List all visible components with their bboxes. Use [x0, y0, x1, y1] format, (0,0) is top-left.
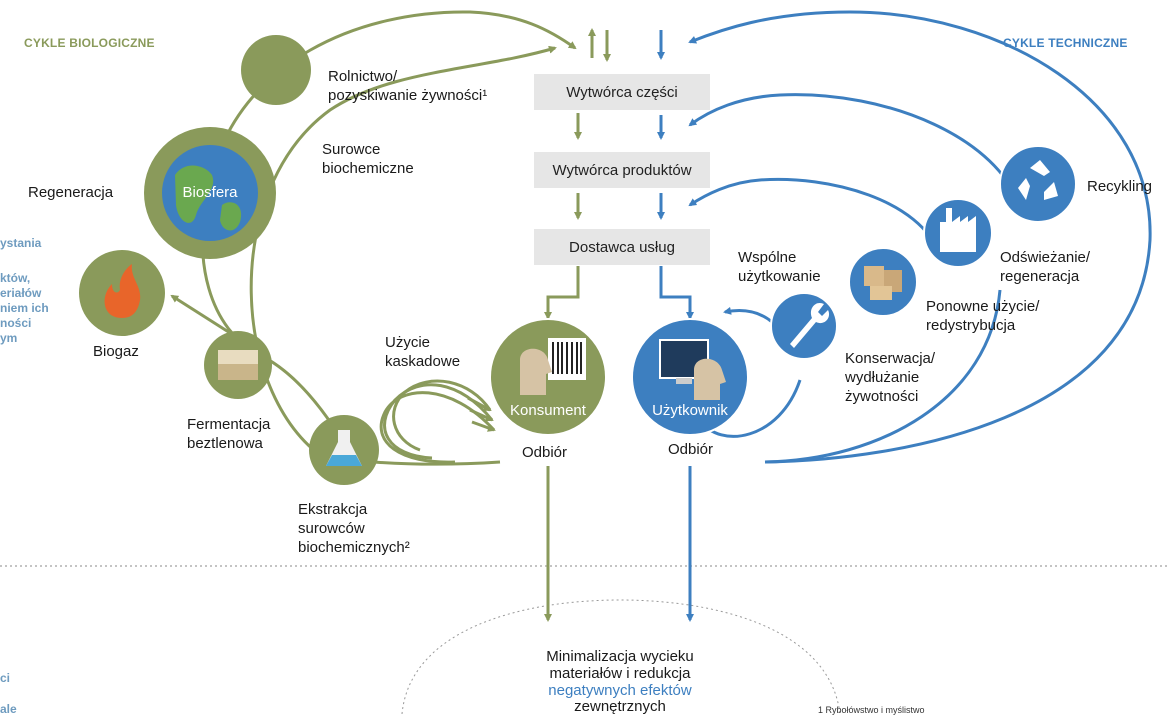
factory-icon [940, 208, 976, 252]
technical-flows [657, 10, 1152, 622]
technical-cycles-header: CYKLE TECHNICZNE [1003, 36, 1128, 50]
farming-label: Rolnictwo/ pozyskiwanie żywności¹ [328, 68, 488, 104]
biosphere-label: Biosfera [182, 184, 238, 201]
leakage-line-3: negatywnych efektów [548, 682, 692, 699]
reuse-label: Ponowne użycie/ redystrybucja [926, 298, 1040, 334]
leakage-line-2: materiałów i redukcja [549, 665, 691, 682]
parts-maker-box: Wytwórca części [534, 74, 710, 110]
cut-text-a: ystania [0, 236, 42, 250]
user-collection-label: Odbiór [668, 441, 714, 458]
cut-text-d: ale [0, 702, 17, 716]
cut-text-b: któw, eriałów niem ich ności ym [0, 271, 49, 345]
recycle-icon [1018, 160, 1058, 200]
maintain-circle [770, 292, 838, 360]
biological-flows [170, 10, 611, 622]
share-label: Wspólne użytkowanie [738, 249, 821, 285]
biological-nodes [79, 35, 607, 485]
biogas-label: Biogaz [93, 343, 139, 360]
technical-nodes [631, 145, 1077, 436]
footnote: 1 Rybołówstwo i myślistwo [818, 705, 925, 715]
farming-circle [241, 35, 311, 105]
refurbish-label: Odświeżanie/ regeneracja [1000, 249, 1091, 285]
cascades-label: Użycie kaskadowe [385, 334, 461, 370]
biochemical-feedstock-label: Surowce biochemiczne [322, 141, 414, 177]
regeneration-label: Regeneracja [28, 184, 114, 201]
leakage-line-4: zewnętrznych [574, 698, 666, 715]
maintain-label: Konserwacja/ wydłużanie żywotności [845, 350, 936, 405]
biological-cycles-header: CYKLE BIOLOGICZNE [24, 36, 155, 50]
product-maker-box: Wytwórca produktów [534, 152, 710, 188]
consumer-collection-label: Odbiór [522, 444, 568, 461]
user-label: Użytkownik [652, 402, 728, 419]
wrench-icon [790, 302, 830, 348]
cut-text-c: ci [0, 671, 11, 685]
extraction-label: Ekstrakcja surowców biochemicznych² [298, 501, 410, 556]
boxes-icon [864, 266, 884, 286]
flame-icon [104, 264, 141, 318]
user-head-icon [694, 358, 726, 400]
service-provider-box: Dostawca usług [534, 229, 710, 265]
consumer-head-icon [520, 348, 552, 395]
leakage-line-1: Minimalizacja wycieku [546, 648, 694, 665]
consumer-label: Konsument [510, 402, 586, 419]
recycle-circle [999, 145, 1077, 223]
anaerobic-digestion-label: Fermentacja beztlenowa [187, 416, 271, 452]
recycle-label: Recykling [1087, 178, 1153, 195]
